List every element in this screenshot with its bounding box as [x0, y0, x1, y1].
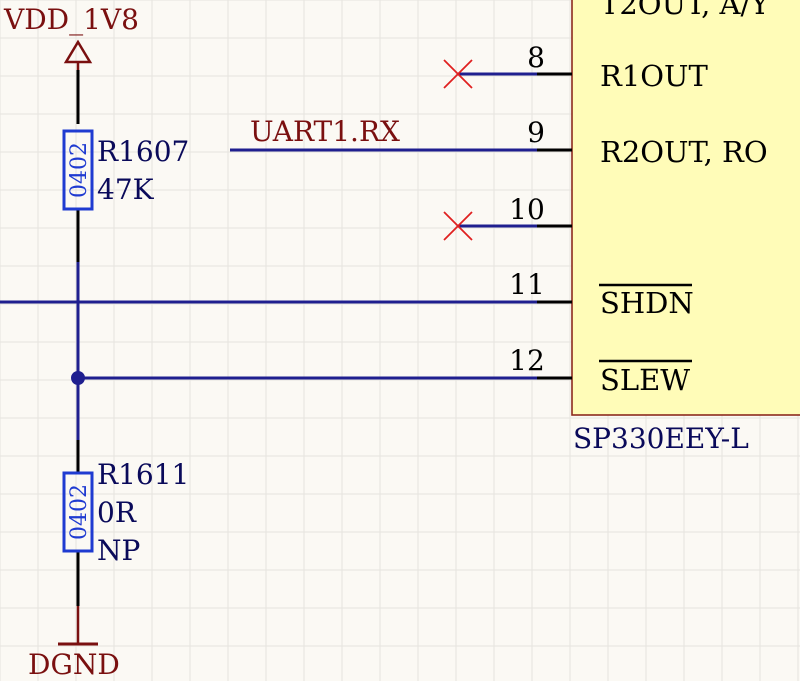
- net-label-uart1-rx[interactable]: UART1.RX: [250, 115, 400, 148]
- resistor-body: [62, 129, 94, 211]
- pin-name: R1OUT: [600, 59, 709, 93]
- pin-name: R2OUT, RO: [600, 135, 768, 169]
- power-arrow-icon: [63, 39, 93, 64]
- pin-number: 10: [509, 193, 545, 226]
- pin-number: 9: [527, 116, 545, 149]
- no-connect-icon: [443, 59, 473, 89]
- resistor-note: NP: [97, 534, 140, 567]
- power-port-vdd[interactable]: VDD_1V8: [3, 3, 139, 124]
- ic-pin-11[interactable]: 11 SHDN: [509, 268, 694, 320]
- ic-part-number: SP330EEY-L: [573, 422, 749, 455]
- ic-pin-10[interactable]: 10: [509, 193, 572, 228]
- pin-number: 12: [509, 344, 545, 377]
- wires: [0, 72, 537, 440]
- resistor-package: 0402: [67, 484, 92, 540]
- ic-pin-8[interactable]: 8 R1OUT: [527, 41, 708, 93]
- power-port-dgnd[interactable]: DGND: [28, 606, 120, 681]
- power-net-label: DGND: [28, 648, 120, 681]
- power-net-label: VDD_1V8: [3, 3, 139, 36]
- resistor-r1611[interactable]: 0402 R1611 0R NP: [62, 440, 189, 606]
- no-connect-icon: [443, 211, 473, 241]
- resistor-body: [62, 471, 94, 553]
- pin-number: 8: [527, 41, 545, 74]
- ic-body[interactable]: [571, 0, 800, 416]
- ic-partial-top-label: T2OUT, A/Y: [600, 0, 770, 21]
- pin-name: SHDN: [600, 286, 694, 320]
- resistor-r1607[interactable]: 0402 R1607 47K: [62, 129, 189, 262]
- ic-pin-9[interactable]: 9 R2OUT, RO: [527, 116, 768, 169]
- pin-number: 11: [509, 268, 545, 301]
- resistor-value: 0R: [97, 496, 137, 529]
- resistor-designator: R1607: [97, 135, 189, 168]
- resistor-value: 47K: [97, 173, 155, 206]
- junction-dot: [71, 371, 85, 385]
- resistor-designator: R1611: [97, 458, 189, 491]
- pin-name: SLEW: [600, 363, 690, 397]
- ic-pin-12[interactable]: 12 SLEW: [509, 344, 692, 397]
- resistor-package: 0402: [67, 142, 92, 198]
